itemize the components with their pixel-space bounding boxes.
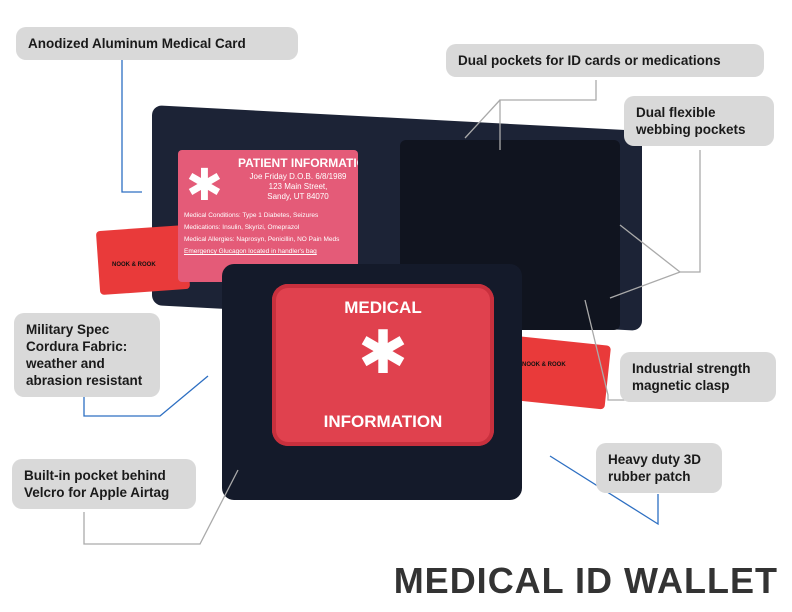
patch-line2: INFORMATION <box>323 412 443 431</box>
arrow-pockets-branch <box>464 99 501 139</box>
arrow-airtag <box>83 469 239 545</box>
page-title: MEDICAL ID WALLET <box>393 560 778 601</box>
callout-rubber-patch: Heavy duty 3D rubber patch <box>596 443 722 493</box>
card-medications: Medications: Insulin, Skyrizi, Omeprazol <box>184 224 300 231</box>
callout-webbing-pockets: Dual flexible webbing pockets <box>624 96 774 146</box>
callout-dual-pockets: Dual pockets for ID cards or medications <box>446 44 764 77</box>
medical-card: ✱ PATIENT INFORMATION Joe Friday D.O.B. … <box>178 150 358 282</box>
card-emergency: Emergency Glucagon located in handler's … <box>184 248 317 255</box>
card-conditions: Medical Conditions: Type 1 Diabetes, Sei… <box>184 212 319 219</box>
callout-airtag-pocket: Built-in pocket behind Velcro for Apple … <box>12 459 196 509</box>
star-of-life-icon: ✱ <box>186 161 223 210</box>
patch-line1: MEDICAL <box>344 298 422 317</box>
card-title: PATIENT INFORMATION <box>238 156 358 170</box>
callout-magnetic-clasp: Industrial strength magnetic clasp <box>620 352 776 402</box>
arrow-aluminum <box>121 60 142 193</box>
callout-aluminum-card: Anodized Aluminum Medical Card <box>16 27 298 60</box>
arrow-webbing <box>609 150 701 299</box>
callout-cordura: Military Spec Cordura Fabric: weather an… <box>14 313 160 397</box>
brand-logo: NOOK & ROOK <box>112 262 156 268</box>
star-of-life-icon: ✱ <box>357 319 409 386</box>
arrow-cordura <box>83 375 209 417</box>
card-address: Joe Friday D.O.B. 6/8/1989 123 Main Stre… <box>249 172 347 201</box>
brand-logo: NOOK & ROOK <box>522 362 566 368</box>
arrow-webbing-branch <box>619 224 681 273</box>
arrow-pockets <box>499 80 597 150</box>
card-allergies: Medical Allergies: Naprosyn, Penicillin,… <box>184 236 340 243</box>
rubber-patch: MEDICAL ✱ INFORMATION <box>272 284 494 446</box>
arrow-patch <box>549 455 659 526</box>
